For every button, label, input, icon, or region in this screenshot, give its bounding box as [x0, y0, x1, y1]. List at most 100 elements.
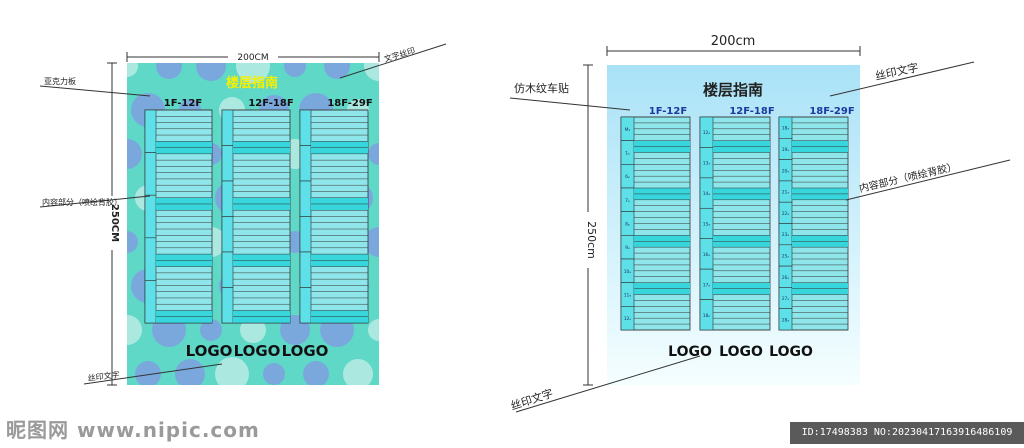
- callout-content-right: 内容部分（喷绘背胶）: [858, 160, 958, 195]
- right-row-highlight: [713, 188, 770, 194]
- right-row-highlight: [792, 140, 848, 147]
- left-floor-cell: [299, 145, 312, 182]
- watermark-id: ID:17498383 NO:20230417163916486109: [790, 422, 1024, 444]
- decor-dot: [364, 63, 379, 81]
- right-floor-label: 12ₑ: [624, 316, 632, 322]
- right-floor-label: 11ₑ: [624, 293, 632, 299]
- left-row-highlight: [233, 310, 290, 317]
- left-board-columns: [144, 109, 369, 324]
- decor-dot: [368, 319, 379, 341]
- right-floor-label: 8ₑ: [625, 222, 630, 228]
- right-floor-label: 23ₑ: [782, 232, 790, 238]
- left-floor-cell: [221, 216, 234, 253]
- left-row-highlight: [311, 254, 368, 261]
- left-directory-column: [221, 109, 291, 324]
- left-row-highlight: [156, 310, 212, 317]
- right-logo-1: LOGO: [668, 344, 712, 360]
- left-logo-1: LOGO: [186, 342, 233, 360]
- right-row-highlight: [713, 241, 770, 248]
- left-logo-2: LOGO: [234, 342, 281, 360]
- decor-dot: [303, 361, 329, 385]
- right-row-highlight: [634, 288, 690, 295]
- left-column-header-1: 1F-12F: [164, 98, 202, 109]
- right-floor-label: 19ₑ: [782, 147, 790, 153]
- right-height-label: 250cm: [585, 221, 598, 259]
- decor-dot: [236, 63, 270, 83]
- left-row-highlight: [311, 203, 368, 211]
- decor-dot: [127, 231, 138, 253]
- left-row-highlight: [311, 316, 368, 323]
- right-floor-label: 1ₑ: [625, 151, 630, 157]
- right-floor-label: 13ₑ: [703, 161, 711, 167]
- right-width-label-bg: [703, 32, 763, 48]
- right-floor-label: 20ₑ: [782, 168, 790, 174]
- callout-content-left: 内容部分（喷绘背胶）: [42, 197, 122, 207]
- watermark-site: 昵图网 www.nipic.com: [6, 418, 260, 442]
- left-row-highlight: [233, 260, 290, 267]
- left-row-highlight: [233, 197, 290, 204]
- left-row-highlight: [156, 203, 212, 211]
- right-floor-label: 7ₑ: [625, 198, 630, 204]
- decor-dot: [200, 319, 222, 341]
- decor-dot: [175, 359, 205, 385]
- left-width-label-bg: [228, 49, 278, 63]
- right-floor-cell: [778, 308, 793, 331]
- left-floor-cell: [144, 109, 157, 153]
- callout-line-acrylic: [39, 85, 151, 97]
- left-width-label: 200CM: [237, 53, 268, 63]
- left-row-highlight: [311, 260, 368, 267]
- right-width-label: 200cm: [711, 34, 756, 49]
- callout-line-woodgrain: [509, 97, 631, 111]
- left-board: 200CM 250CM 楼层指南 1F-12F 12F-18F 18F-29F …: [39, 43, 447, 391]
- decor-dot: [383, 357, 417, 391]
- callout-line-content: [39, 195, 151, 208]
- left-row-highlight: [233, 316, 290, 323]
- right-floor-label: 21ₑ: [782, 190, 790, 196]
- left-floor-cell: [144, 152, 157, 196]
- left-column-header-3: 18F-29F: [327, 98, 372, 109]
- callout-silk-text-bottom-right: 丝印文字: [509, 386, 555, 413]
- right-column-header-2: 12F-18F: [729, 106, 774, 117]
- right-floor-label: 17ₑ: [703, 282, 711, 288]
- right-row-highlight: [792, 188, 848, 194]
- decor-dot: [127, 315, 142, 345]
- left-floor-cell: [221, 145, 234, 182]
- left-row-highlight: [233, 141, 290, 148]
- decor-dot: [135, 361, 161, 385]
- left-row-highlight: [233, 147, 290, 154]
- decor-dot: [215, 357, 249, 385]
- left-floor-cell: [299, 109, 312, 146]
- right-floor-label: 6ₑ: [625, 174, 630, 180]
- left-floor-cell: [221, 287, 234, 324]
- right-row-highlight: [634, 140, 690, 147]
- left-floor-cell: [144, 194, 157, 239]
- right-row-highlight: [634, 235, 690, 242]
- right-floor-label: 25ₑ: [782, 253, 790, 259]
- decor-dot: [343, 359, 373, 385]
- left-directory-column: [144, 109, 213, 324]
- callout-silk-text-top-right: 丝印文字: [874, 60, 920, 83]
- callout-line-silk-bottom-right: [515, 355, 701, 413]
- right-board: M₁1ₑ6ₑ7ₑ8ₑ9ₑ10ₑ11ₑ12ₑ12ₑ13ₑ14ₑ15ₑ16ₑ17ₑ1…: [509, 32, 1011, 413]
- right-row-highlight: [634, 146, 690, 153]
- left-floor-cell: [144, 237, 157, 281]
- decor-dot: [127, 63, 138, 77]
- right-row-highlight: [792, 193, 848, 200]
- callout-line-silk-top: [339, 43, 447, 79]
- right-floor-label: 27ₑ: [782, 296, 790, 302]
- right-row-highlight: [634, 282, 690, 289]
- right-row-highlight: [792, 288, 848, 295]
- decor-dot: [240, 317, 266, 343]
- left-floor-cell: [299, 216, 312, 253]
- left-height-label: 250CM: [109, 204, 120, 242]
- left-floor-cell: [299, 251, 312, 288]
- left-floor-cell: [299, 287, 312, 324]
- callout-silk-text-top-left: 文字丝印: [383, 45, 417, 64]
- left-row-highlight: [156, 197, 212, 204]
- left-row-highlight: [311, 147, 368, 154]
- right-board-columns: M₁1ₑ6ₑ7ₑ8ₑ9ₑ10ₑ11ₑ12ₑ12ₑ13ₑ14ₑ15ₑ16ₑ17ₑ1…: [620, 116, 849, 331]
- right-height-label-bg: [580, 212, 596, 268]
- right-row-highlight: [713, 282, 770, 289]
